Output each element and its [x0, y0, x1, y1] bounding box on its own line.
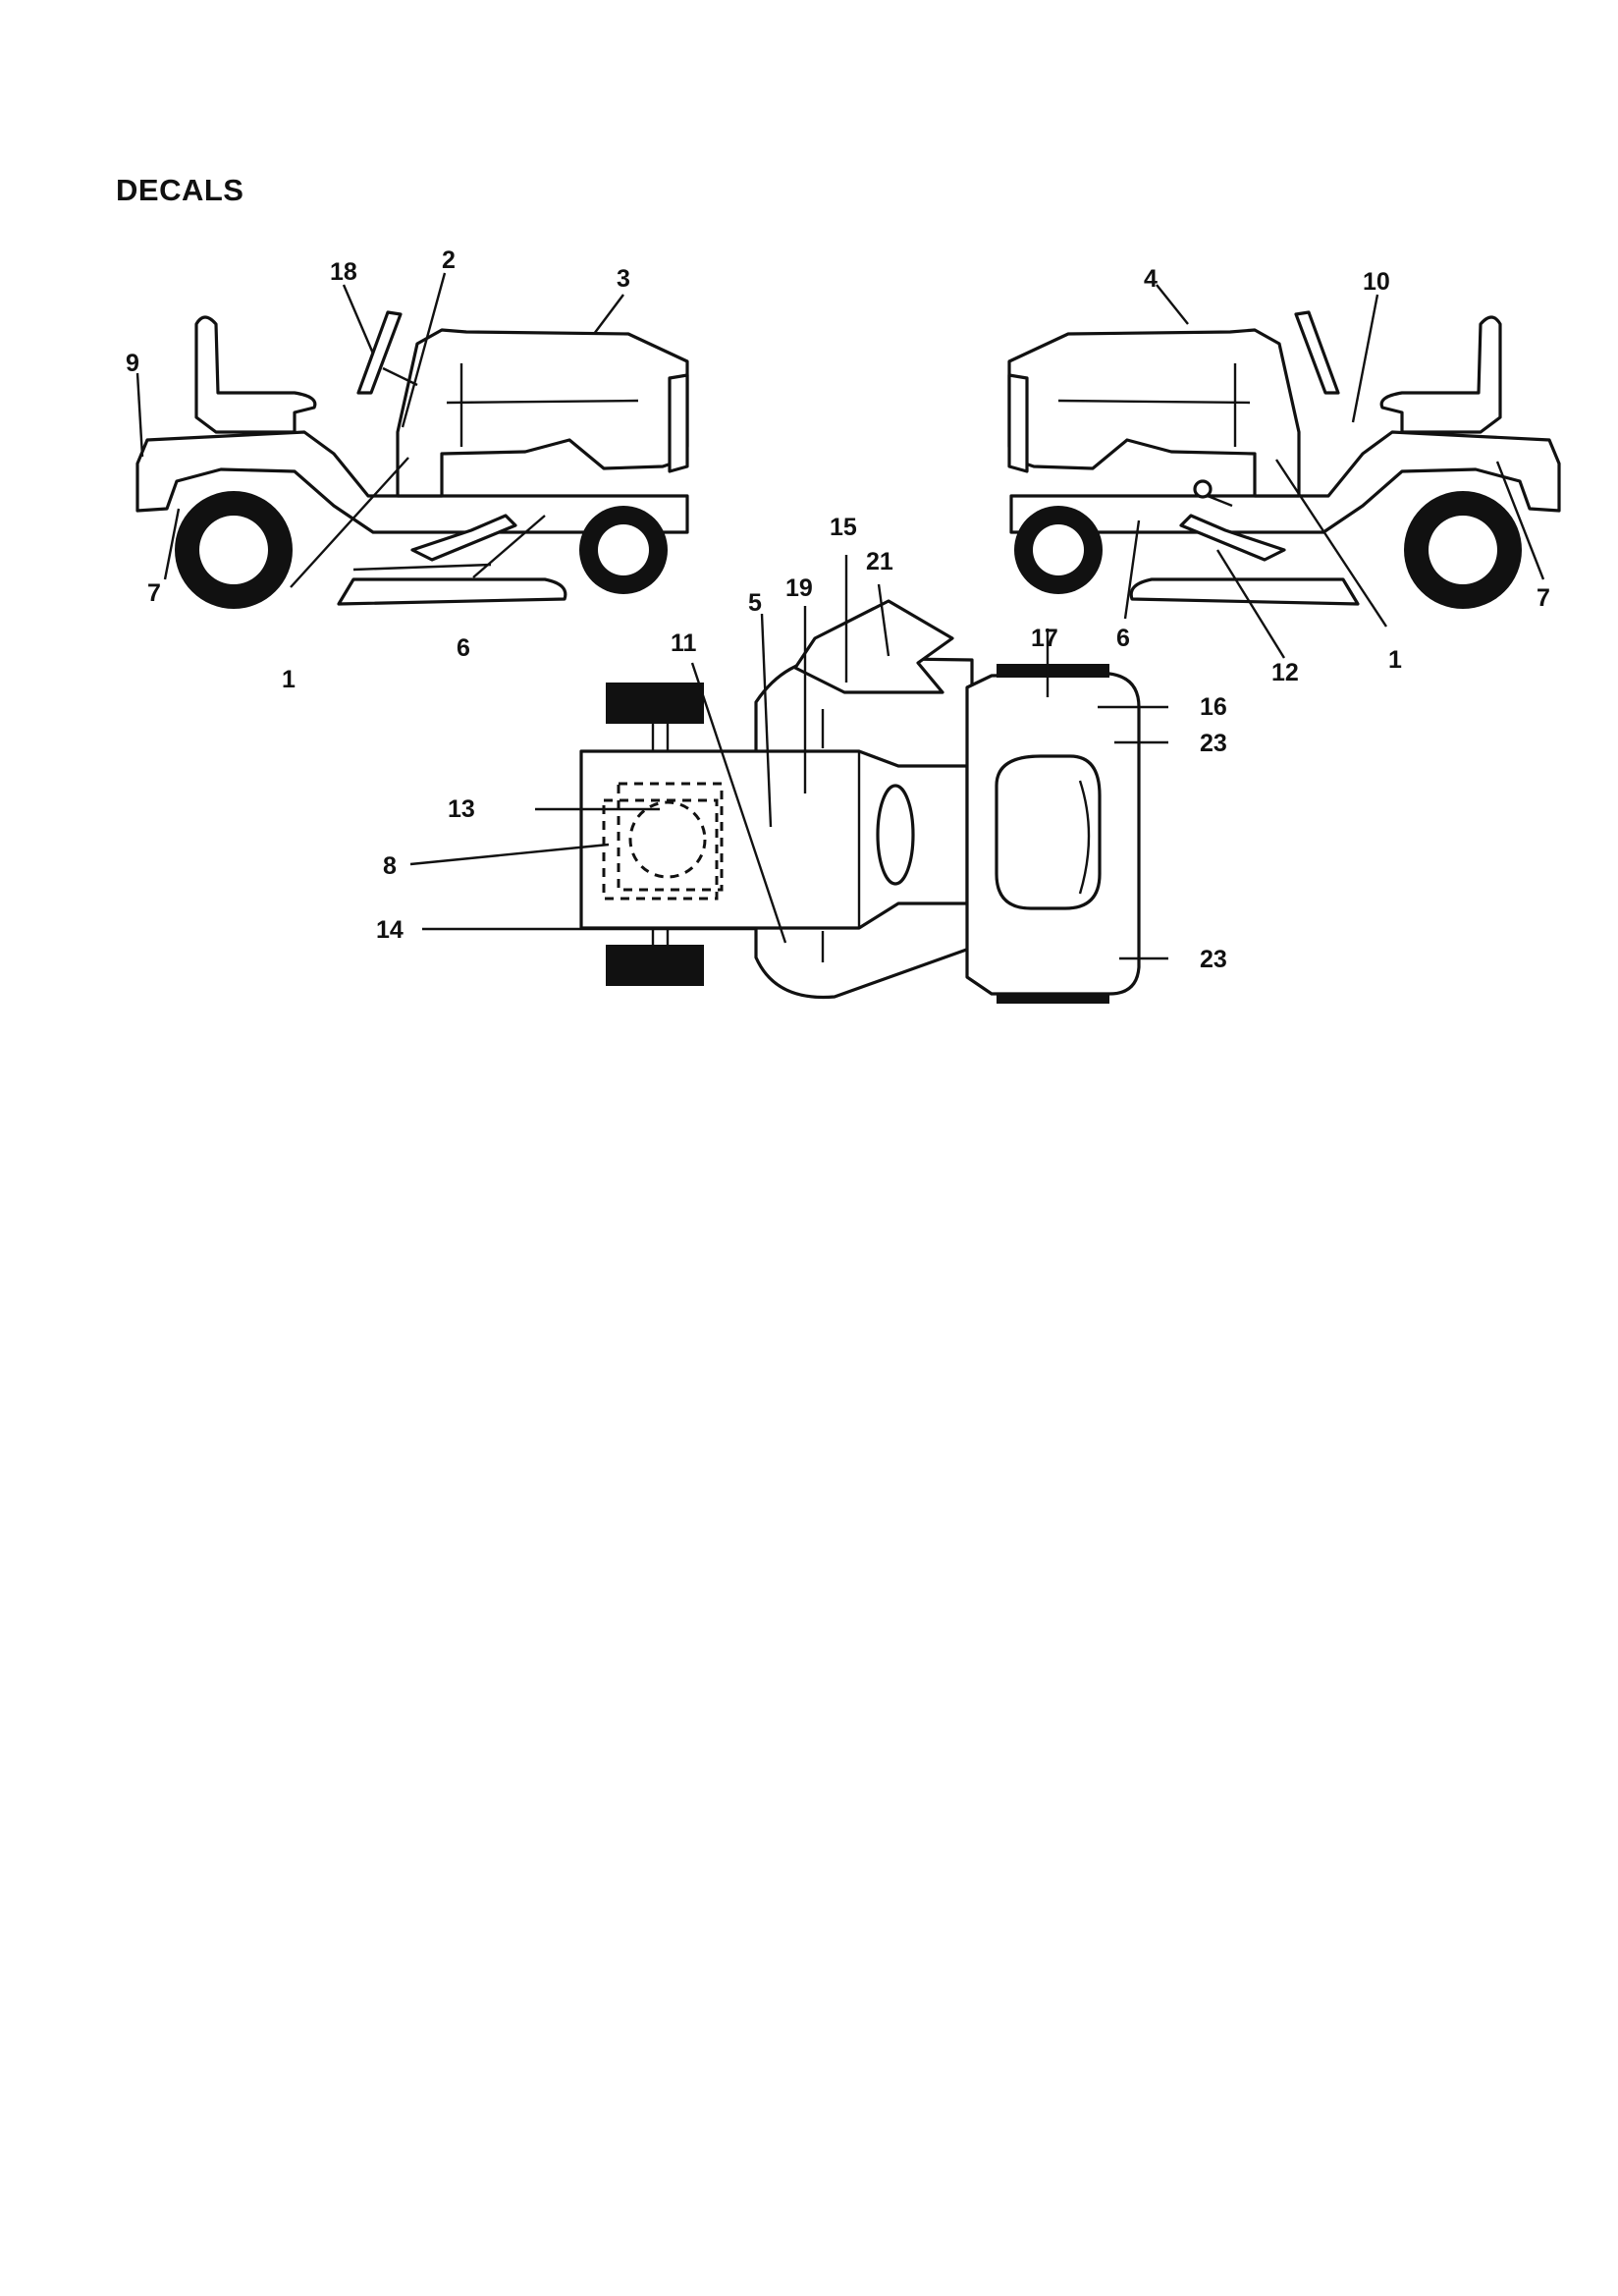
left-rear-fender: [135, 430, 689, 534]
callout-19: 19: [785, 574, 813, 602]
callout-4: 4: [1144, 265, 1158, 293]
right-seat: [1379, 315, 1502, 434]
callout-6-right: 6: [1116, 625, 1130, 652]
callout-5: 5: [748, 589, 762, 617]
top-engine-outline: [602, 798, 719, 901]
callout-labels: 1 2 3 6 7 9 18 4 10 6 12 1 7 15 21 5 19 …: [126, 246, 1550, 973]
left-seat: [194, 315, 317, 434]
top-discharge-chute: [793, 599, 954, 694]
callout-11: 11: [671, 629, 697, 657]
callout-12: 12: [1271, 659, 1299, 686]
callout-13: 13: [448, 795, 475, 823]
callout-1-right: 1: [1388, 646, 1402, 674]
page-title: DECALS: [116, 173, 244, 207]
top-rear-tire-lower: [997, 994, 1109, 1004]
callout-18: 18: [330, 258, 357, 286]
callout-14: 14: [376, 916, 404, 944]
top-rear-tire-upper: [997, 664, 1109, 678]
right-side-tractor: [1007, 310, 1561, 609]
callout-23-upper: 23: [1200, 730, 1227, 757]
left-side-tractor: [135, 310, 689, 609]
left-front-tire: [579, 506, 668, 594]
top-view-tractor: [579, 599, 1141, 1004]
left-hood: [396, 328, 689, 498]
right-front-tire: [1014, 506, 1103, 594]
right-hood: [1007, 328, 1301, 498]
callout-23-lower: 23: [1200, 946, 1227, 973]
left-rear-tire: [175, 491, 293, 609]
callout-16: 16: [1200, 693, 1227, 721]
left-steering-wheel: [356, 310, 403, 395]
leader-lines: [135, 272, 1545, 960]
callout-7-right: 7: [1537, 584, 1550, 612]
top-front-tire-lower: [606, 945, 704, 986]
right-rear-tire: [1404, 491, 1522, 609]
callout-3: 3: [617, 265, 630, 293]
callout-7-left: 7: [147, 579, 161, 607]
callout-10: 10: [1363, 268, 1390, 296]
callout-9: 9: [126, 350, 139, 377]
callout-1-left: 1: [282, 666, 296, 693]
callout-8: 8: [383, 852, 397, 880]
callout-21: 21: [866, 548, 893, 575]
callout-15: 15: [830, 514, 857, 541]
top-seat: [995, 754, 1102, 910]
top-front-tire-upper: [606, 683, 704, 724]
left-mower-deck: [337, 577, 567, 606]
callout-17: 17: [1031, 625, 1058, 652]
callout-6-left: 6: [457, 634, 470, 662]
right-steering-wheel: [1294, 310, 1340, 395]
callout-2: 2: [442, 246, 456, 274]
